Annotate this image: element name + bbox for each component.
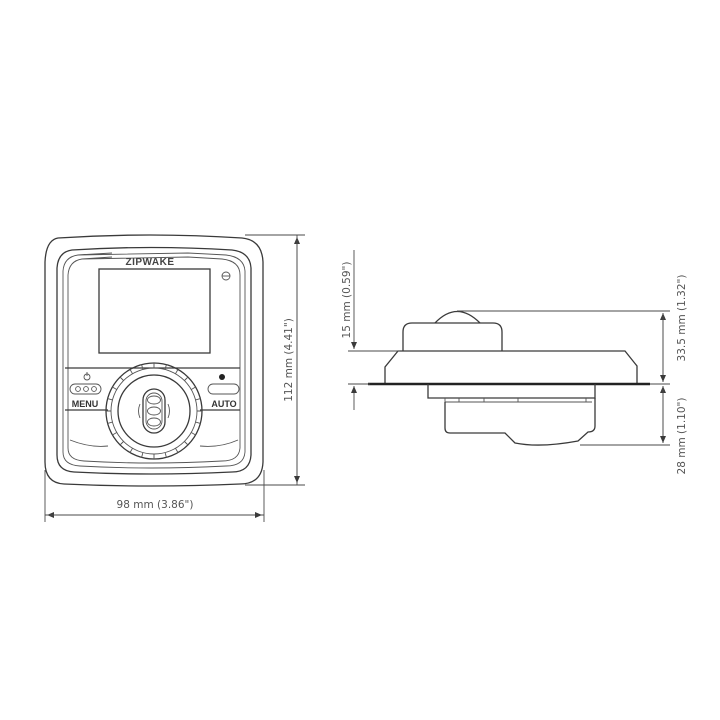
front-view: ZIPWAKE MENU AUTO — [44, 234, 264, 487]
brand-logo: ZIPWAKE — [125, 257, 174, 268]
rear-housing-top — [427, 384, 596, 399]
knob-body — [402, 322, 503, 351]
height-dimension-label: 112 mm (4.41") — [283, 318, 295, 402]
above-panel-dimension-label: 15 mm (0.59") — [341, 262, 353, 339]
front-dimensions: 112 mm (4.41") 98 mm (3.86") — [44, 234, 305, 522]
bezel-flange — [384, 350, 638, 384]
side-dimensions: 15 mm (0.59") 33.5 mm (1.32") 28 mm (1.1… — [341, 250, 688, 474]
knob-dome — [434, 310, 481, 324]
dot-indicator-icon — [219, 374, 225, 380]
inner-bezel-1 — [56, 246, 252, 475]
total-top-dimension-label: 33.5 mm (1.32") — [676, 275, 688, 362]
side-view — [368, 310, 650, 446]
display-screen — [98, 268, 211, 354]
inner-bezel-2 — [62, 252, 246, 469]
rear-housing-body — [444, 398, 596, 446]
width-dimension-label: 98 mm (3.86") — [117, 499, 194, 511]
menu-label: MENU — [72, 399, 99, 409]
auto-label: AUTO — [211, 399, 236, 409]
below-panel-dimension-label: 28 mm (1.10") — [676, 398, 688, 475]
auto-button[interactable]: AUTO — [207, 374, 240, 409]
inner-bezel-3 — [67, 256, 241, 464]
outer-bezel — [44, 234, 264, 487]
menu-button[interactable]: MENU — [69, 372, 102, 409]
rotary-knob[interactable] — [105, 362, 203, 460]
